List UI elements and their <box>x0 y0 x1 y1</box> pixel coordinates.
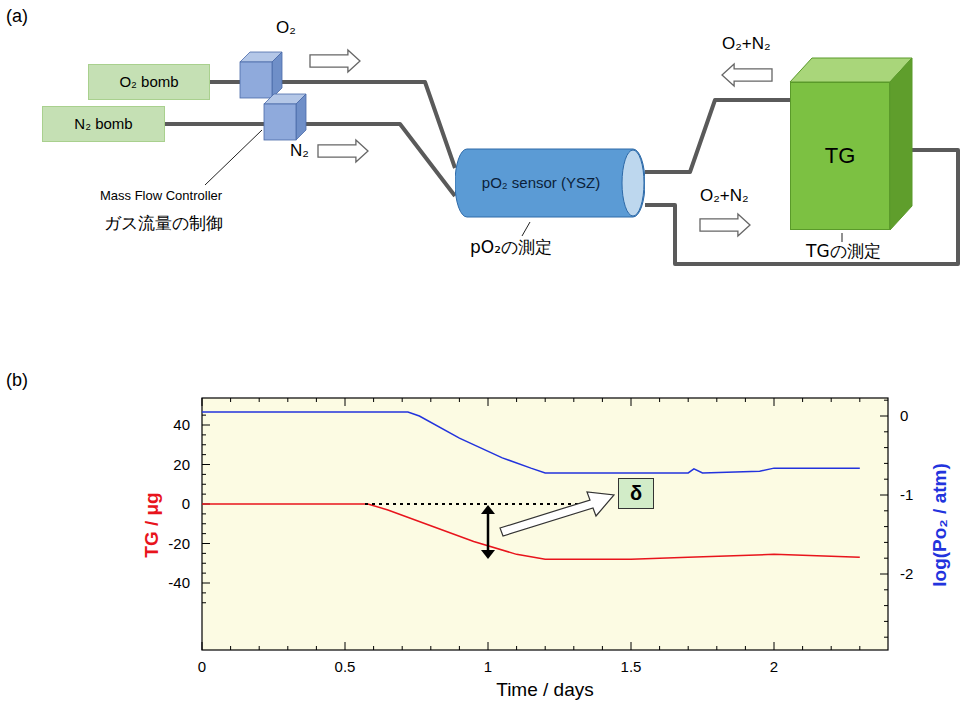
pointer-arrow <box>500 492 614 536</box>
flow-arrow <box>722 64 772 86</box>
node-label: δ <box>630 482 642 505</box>
gas-cylinder-box: O₂ bomb <box>88 64 210 100</box>
gas-name: N₂ <box>290 141 309 161</box>
tick-label: -1 <box>900 486 913 503</box>
cube-symbol <box>240 52 282 98</box>
tick-label: 1.5 <box>621 658 642 675</box>
gas-pipe <box>645 100 790 172</box>
tick-label: 0.5 <box>335 658 356 675</box>
sensor-cylinder: pO₂ sensor (YSZ) <box>455 148 645 218</box>
caption-jp: pO₂の測定 <box>470 238 552 258</box>
tg-side-face <box>890 58 912 230</box>
tick-label: 0 <box>198 658 206 675</box>
tick-label: 1 <box>484 658 492 675</box>
gas-pipe <box>165 124 455 196</box>
tick-label: 0 <box>900 407 908 424</box>
gas-name: O₂ <box>276 18 296 38</box>
delta-box: δ <box>618 478 654 509</box>
component-name: Mass Flow Controller <box>100 189 222 204</box>
leader-line <box>842 233 843 242</box>
axis-title: log(Po₂ / atm) <box>929 463 951 587</box>
axis-title: Time / days <box>496 679 594 701</box>
node-label: TG <box>825 143 856 168</box>
caption-jp: TGの測定 <box>806 242 881 262</box>
tick-label: 20 <box>173 456 190 473</box>
tick-label: -40 <box>168 574 190 591</box>
double-arrow <box>481 505 495 559</box>
leader-line <box>205 130 262 185</box>
gas-cylinder-box: N₂ bomb <box>42 106 165 142</box>
tick-label: 0 <box>182 495 190 512</box>
flow-arrow <box>700 214 750 236</box>
tick-label: -2 <box>900 565 913 582</box>
flow-arrow <box>310 50 360 72</box>
plot-frame <box>202 398 888 650</box>
node-label: pO₂ sensor (YSZ) <box>482 174 600 191</box>
tick-label: -20 <box>168 535 190 552</box>
node-label: O₂ bomb <box>119 73 178 90</box>
cube-symbol <box>264 94 306 140</box>
gas-mixture: O₂+N₂ <box>722 34 771 54</box>
po2-curve <box>202 412 860 473</box>
tg-curve <box>202 504 860 559</box>
axis-ticks <box>202 398 888 650</box>
panel-letter: (b) <box>6 370 28 391</box>
tg-instrument: TG <box>790 82 890 230</box>
gas-mixture: O₂+N₂ <box>700 186 749 206</box>
tick-label: 40 <box>173 416 190 433</box>
flow-arrow <box>318 140 368 162</box>
node-label: N₂ bomb <box>74 115 132 132</box>
caption-jp: ガス流量の制御 <box>104 214 223 234</box>
tick-label: 2 <box>770 658 778 675</box>
leader-line <box>522 222 530 236</box>
panel-letter: (a) <box>6 6 28 27</box>
axis-title: TG / μg <box>141 492 163 557</box>
